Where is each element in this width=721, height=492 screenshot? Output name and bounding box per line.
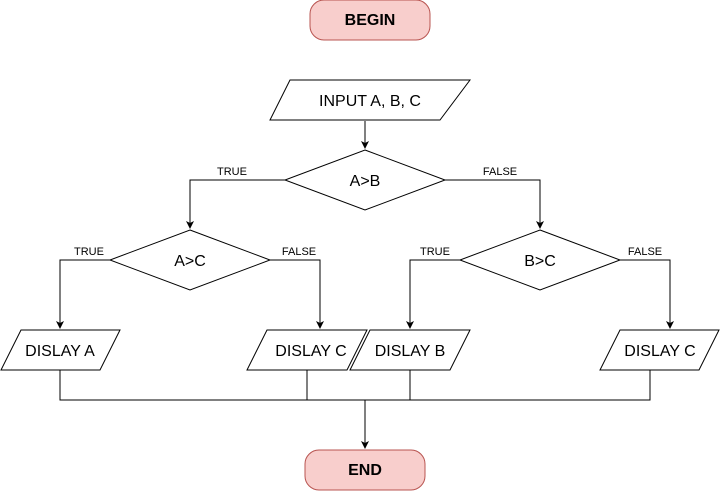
- edge-disp-c2-merge: [365, 370, 651, 401]
- io-shape: [269, 79, 471, 121]
- node-disp-c1-label: DISLAY C: [275, 343, 346, 360]
- io-shape: [0, 329, 121, 371]
- node-disp-b-label: DISLAY B: [375, 343, 446, 360]
- node-disp-c2-label: DISLAY C: [624, 343, 695, 360]
- node-end-label: END: [348, 462, 382, 479]
- terminal-shape: [304, 449, 426, 491]
- edge-bc-false: [620, 259, 674, 329]
- node-cond-ab-label: A>B: [350, 173, 381, 190]
- decision-shape: [283, 149, 447, 211]
- decision-shape: [108, 229, 272, 291]
- node-input[interactable]: INPUT A, B, C: [269, 79, 471, 121]
- node-disp-c1[interactable]: DISLAY C: [246, 329, 368, 371]
- edge-ab-true: [186, 179, 285, 229]
- edge-disp-a-merge: [59, 370, 365, 401]
- edge-label-ac-true: TRUE: [74, 246, 104, 258]
- node-disp-c2[interactable]: DISLAY C: [599, 329, 720, 371]
- terminal-shape: [309, 0, 431, 41]
- edge-label-bc-true: TRUE: [420, 246, 450, 258]
- node-end[interactable]: END: [304, 449, 426, 491]
- node-disp-a[interactable]: DISLAY A: [0, 329, 121, 371]
- decision-shape: [458, 229, 622, 291]
- edge-ac-false: [270, 259, 324, 329]
- node-cond-ab[interactable]: A>B: [283, 149, 447, 211]
- io-shape: [599, 329, 720, 371]
- node-input-label: INPUT A, B, C: [319, 93, 421, 110]
- node-begin-label: BEGIN: [345, 12, 396, 29]
- node-cond-ac[interactable]: A>C: [108, 229, 272, 291]
- node-disp-b[interactable]: DISLAY B: [349, 329, 471, 371]
- edge-ab-false: [445, 179, 544, 229]
- node-begin[interactable]: BEGIN: [309, 0, 431, 41]
- io-shape: [246, 329, 368, 371]
- edge-label-ac-false: FALSE: [282, 246, 316, 258]
- edge-label-ab-false: FALSE: [483, 166, 517, 178]
- node-cond-ac-label: A>C: [174, 253, 206, 270]
- edge-bc-true: [406, 259, 460, 329]
- node-cond-bc[interactable]: B>C: [458, 229, 622, 291]
- io-shape: [349, 329, 471, 371]
- node-disp-a-label: DISLAY A: [25, 343, 95, 360]
- edge-label-ab-true: TRUE: [217, 166, 247, 178]
- edge-ac-true: [56, 259, 110, 329]
- node-cond-bc-label: B>C: [524, 253, 556, 270]
- edge-label-bc-false: FALSE: [628, 246, 662, 258]
